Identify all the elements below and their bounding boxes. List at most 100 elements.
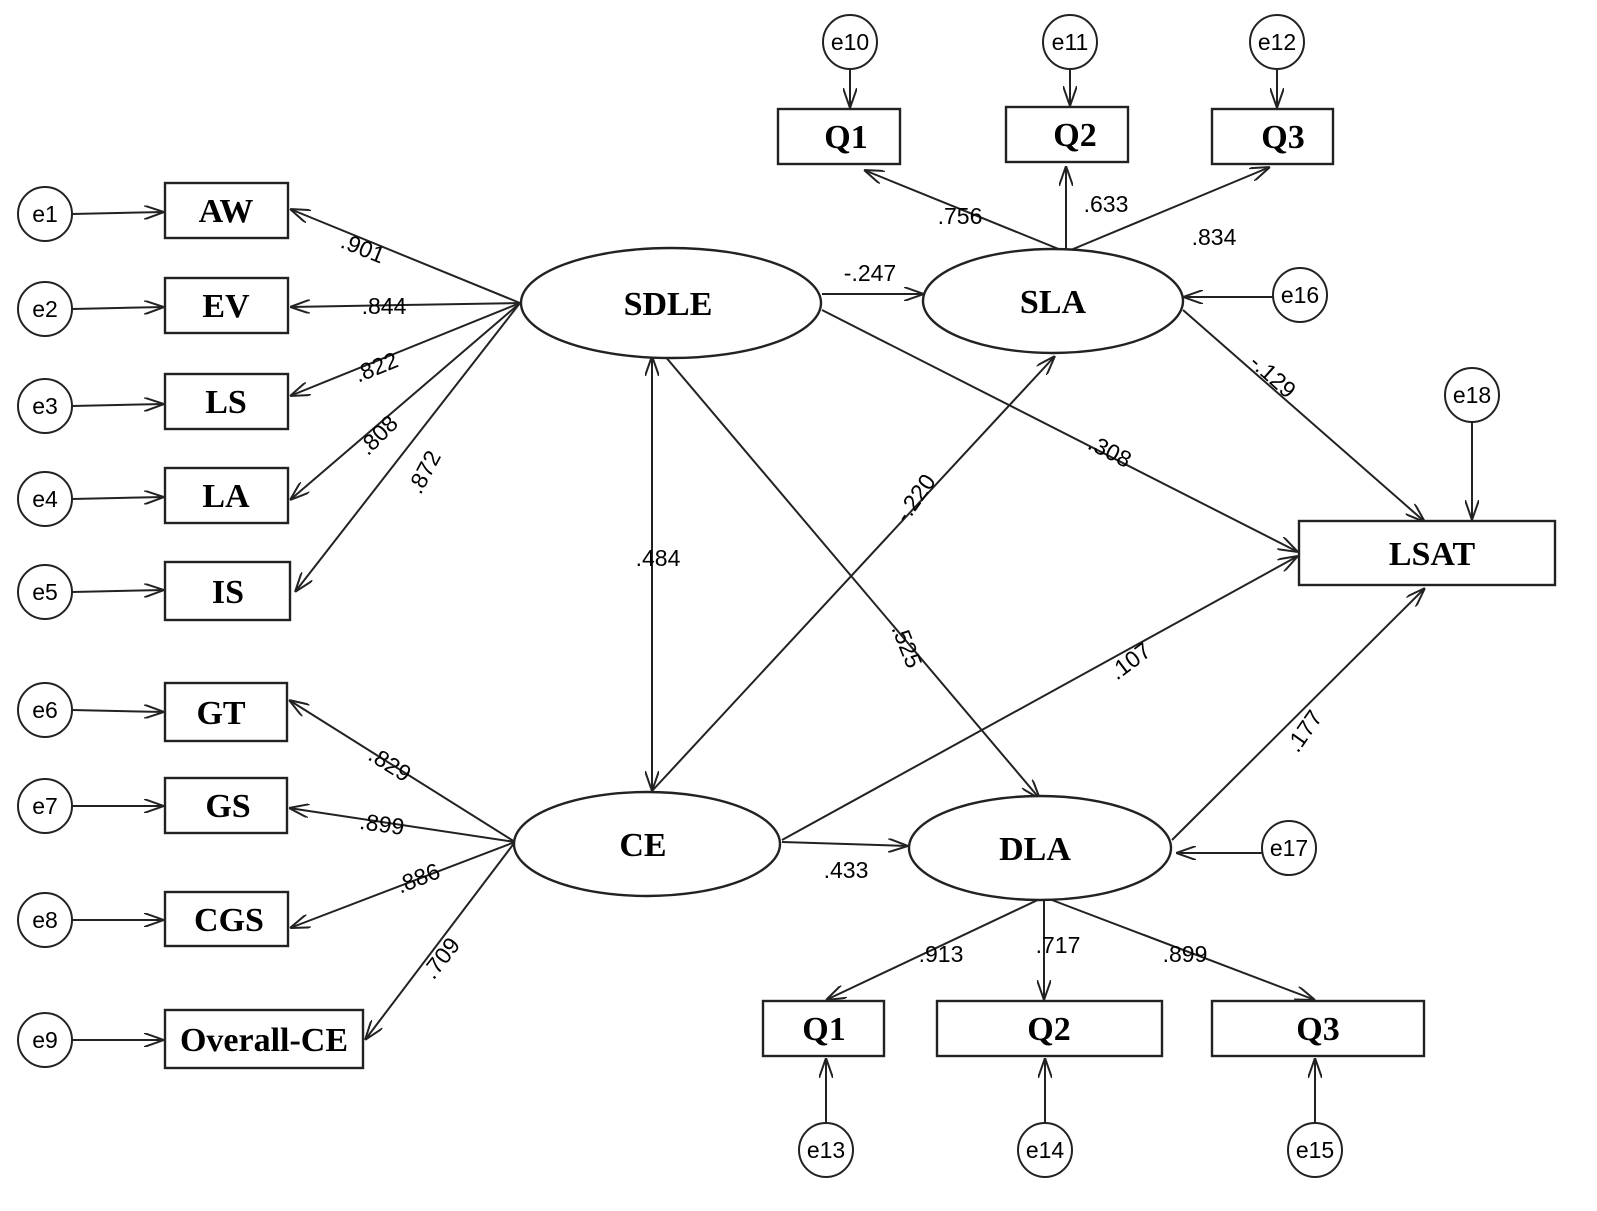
indicator-sla-q3: Q3 (1210, 107, 1335, 166)
error-e3: e3 (17, 378, 73, 434)
indicator-dla-q1: Q1 (761, 999, 886, 1058)
coef-ce-gs: .899 (358, 808, 406, 840)
error-label: e9 (32, 1027, 58, 1053)
error-label: e3 (32, 393, 58, 419)
indicators: AW EV LS LA IS GT GS CGS Overall-CE Q1 Q… (163, 105, 1557, 1070)
path-dla-lsat (1171, 588, 1425, 841)
error-e6: e6 (17, 682, 73, 738)
indicator-is: IS (163, 560, 292, 622)
error-e5: e5 (17, 564, 73, 620)
error-label: e15 (1296, 1137, 1334, 1163)
coef-ce-sla: -.220 (889, 469, 940, 527)
indicator-cgs: CGS (163, 890, 290, 948)
indicator-dla-q3: Q3 (1210, 999, 1426, 1058)
latent-label: DLA (999, 831, 1071, 868)
indicator-label: IS (212, 574, 244, 611)
path-ce-gt (289, 700, 516, 843)
path-e3-ls (71, 404, 164, 406)
coef-dla-q1: .913 (919, 941, 964, 967)
indicator-gt: GT (163, 681, 289, 743)
error-label: e13 (807, 1137, 845, 1163)
error-label: e17 (1270, 835, 1308, 861)
path-ce-overall (365, 841, 516, 1040)
path-sla-q1 (864, 170, 1067, 253)
coef-ce-overall: .709 (417, 932, 465, 983)
coef-sdle-la: .808 (353, 410, 403, 460)
coef-sla-lsat: -.129 (1245, 349, 1301, 403)
dla-loadings (826, 896, 1315, 1000)
error-label: e6 (32, 697, 58, 723)
coef-sdle-ev: .844 (362, 293, 407, 319)
error-label: e12 (1258, 29, 1296, 55)
error-label: e2 (32, 296, 58, 322)
coef-sdle-is: .872 (402, 446, 446, 498)
error-e2: e2 (17, 281, 73, 337)
error-label: e14 (1026, 1137, 1065, 1163)
coef-sdle-dla: .525 (887, 620, 928, 671)
error-label: e11 (1052, 29, 1089, 55)
latent-label: SDLE (624, 286, 713, 323)
path-dla-q3 (1043, 896, 1315, 1000)
path-ce-lsat (781, 556, 1298, 841)
structural-paths (652, 294, 1425, 846)
error-terms: e1 e2 e3 e4 e5 e6 e7 e8 e9 e10 e11 e12 e… (17, 14, 1500, 1178)
latent-dla: DLA (907, 794, 1173, 902)
indicator-aw: AW (163, 181, 290, 240)
ce-loadings (289, 700, 516, 1040)
indicator-ev: EV (163, 276, 290, 335)
error-e1: e1 (17, 186, 73, 242)
error-e7: e7 (17, 778, 73, 834)
path-ce-dla (781, 842, 908, 846)
indicator-sla-q2: Q2 (1004, 105, 1130, 164)
error-label: e10 (831, 29, 869, 55)
path-e2-ev (71, 307, 164, 309)
indicator-label: LA (202, 478, 250, 515)
error-e13: e13 (798, 1122, 854, 1178)
coef-dla-lsat: .177 (1281, 705, 1328, 757)
path-sdle-ev (290, 303, 521, 307)
error-label: e1 (32, 201, 58, 227)
indicator-label: AW (199, 193, 254, 230)
error-e18: e18 (1444, 367, 1500, 423)
indicator-label: Overall-CE (180, 1022, 348, 1059)
indicator-lsat: LSAT (1297, 519, 1557, 587)
error-label: e4 (32, 486, 58, 512)
indicator-label: GS (205, 788, 250, 825)
latent-sla: SLA (921, 247, 1185, 355)
path-dla-q1 (826, 896, 1045, 1000)
path-sdle-lsat (821, 309, 1298, 552)
coef-ce-dla: .433 (824, 857, 869, 883)
indicator-label: Q2 (1053, 117, 1096, 154)
error-e9: e9 (17, 1012, 73, 1068)
indicator-dla-q2: Q2 (935, 999, 1164, 1058)
indicator-label: LS (205, 384, 247, 421)
path-ce-cgs (290, 841, 516, 928)
indicator-label: Q3 (1296, 1011, 1339, 1048)
path-e5-is (71, 590, 164, 592)
path-ce-sla (651, 356, 1055, 792)
coef-ce-lsat: .107 (1104, 637, 1155, 685)
error-label: e18 (1453, 382, 1491, 408)
indicator-label: Q3 (1261, 119, 1304, 156)
path-e6-gt (71, 710, 164, 712)
latent-label: CE (619, 827, 666, 864)
error-e17: e17 (1261, 820, 1317, 876)
sdle-loadings (290, 209, 521, 592)
path-sdle-aw (290, 209, 521, 304)
path-sdle-la (290, 302, 521, 500)
latent-label: SLA (1020, 284, 1087, 321)
coef-sdle-ls: .822 (350, 347, 401, 388)
error-e11: e11 (1042, 14, 1098, 70)
latent-ce: CE (512, 790, 782, 898)
indicator-gs: GS (163, 776, 289, 835)
latent-sdle: SDLE (519, 246, 823, 360)
indicator-label: GT (196, 695, 245, 732)
indicator-label: Q1 (802, 1011, 845, 1048)
error-e10: e10 (822, 14, 878, 70)
path-sdle-dla (663, 354, 1040, 799)
indicator-label: Q1 (824, 119, 867, 156)
path-sdle-is (295, 302, 521, 592)
path-e1-aw (71, 212, 164, 214)
path-ce-gs (289, 808, 516, 843)
error-e15: e15 (1287, 1122, 1343, 1178)
